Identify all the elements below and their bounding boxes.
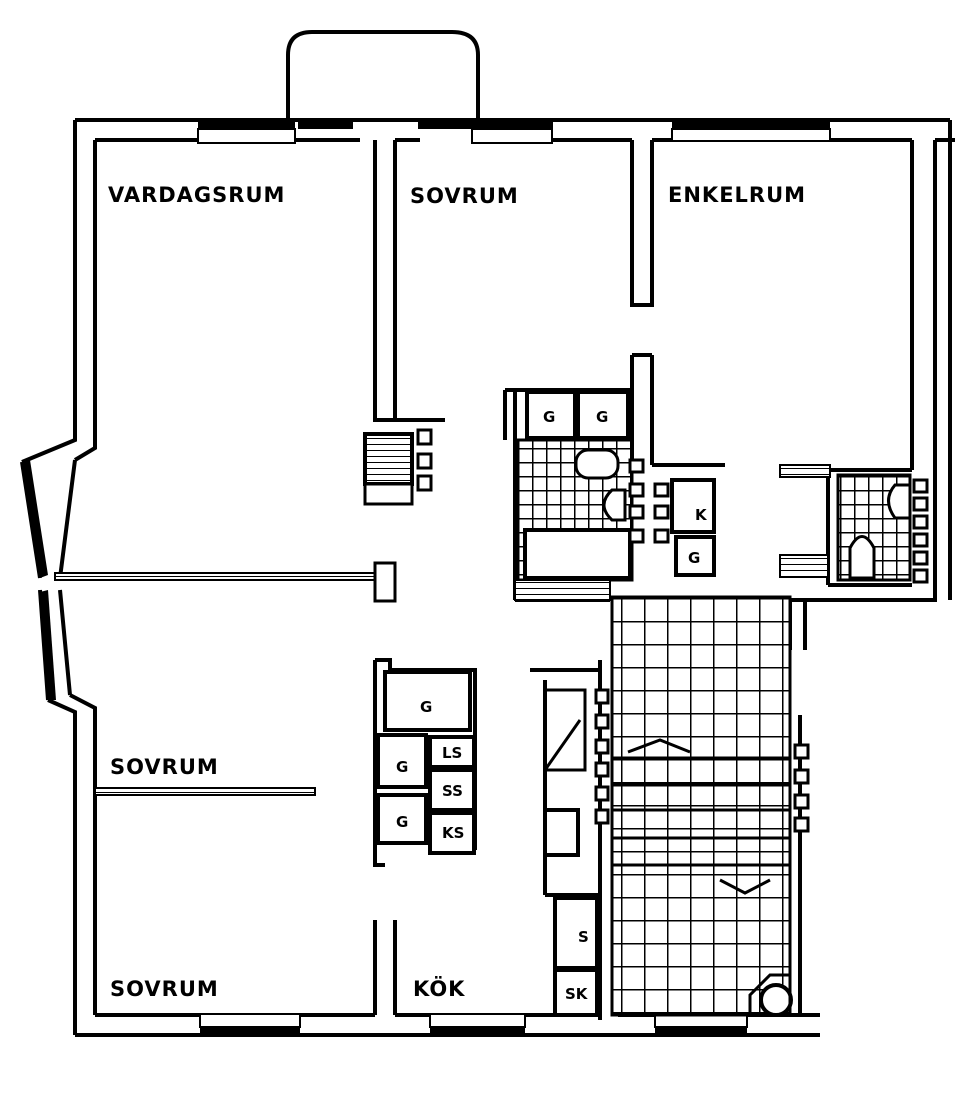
- fixture-label-g: G: [596, 408, 608, 426]
- entry-hatch: [779, 464, 831, 478]
- fixture-label-sk: SK: [565, 985, 589, 1003]
- hall-tile-floor: [610, 595, 792, 1017]
- round-fixture: [759, 983, 793, 1017]
- wc-sink: [887, 483, 912, 520]
- radiators: [416, 428, 929, 833]
- bath-mat: [514, 579, 611, 601]
- round-fixture-frame: [748, 973, 792, 1015]
- fixture-label-g: G: [396, 758, 408, 776]
- fixture-label-ls: LS: [442, 744, 462, 762]
- balcony: [286, 30, 480, 120]
- fixture-label-g: G: [688, 549, 700, 567]
- room-label-sovrum-top: SOVRUM: [410, 184, 519, 208]
- wardrobe-boxes: [376, 390, 716, 1017]
- room-dividers: [54, 561, 397, 796]
- bath-toilet: [602, 488, 627, 522]
- vent-frame: [363, 482, 414, 506]
- fixture-label-k: K: [695, 506, 708, 524]
- stove-diagonal: [543, 719, 582, 771]
- room-label-kok: KÖK: [413, 976, 465, 1001]
- wc-toilet: [848, 535, 876, 580]
- fixture-label-g: G: [420, 698, 432, 716]
- room-label-vardagsrum: VARDAGSRUM: [108, 183, 285, 207]
- room-label-sovrum-bottom: SOVRUM: [110, 977, 219, 1001]
- fixture-label-ks: KS: [442, 824, 464, 842]
- fixture-label-g: G: [543, 408, 555, 426]
- fixture-label-ss: SS: [442, 782, 463, 800]
- fixture-label-s: S: [578, 928, 589, 946]
- counter-outline: [543, 688, 587, 772]
- vent-shaft: [363, 432, 414, 486]
- bathtub: [523, 528, 632, 580]
- room-label-sovrum-mid: SOVRUM: [110, 755, 219, 779]
- room-label-enkelrum: ENKELRUM: [668, 183, 806, 207]
- wc-hatch: [779, 554, 829, 578]
- hall-stair-lines: [612, 738, 790, 895]
- fixture-label-g: G: [396, 813, 408, 831]
- bath-sink: [574, 448, 620, 480]
- windows: [22, 121, 830, 1035]
- interior-walls: [373, 140, 914, 1020]
- window-panes: [197, 128, 831, 1028]
